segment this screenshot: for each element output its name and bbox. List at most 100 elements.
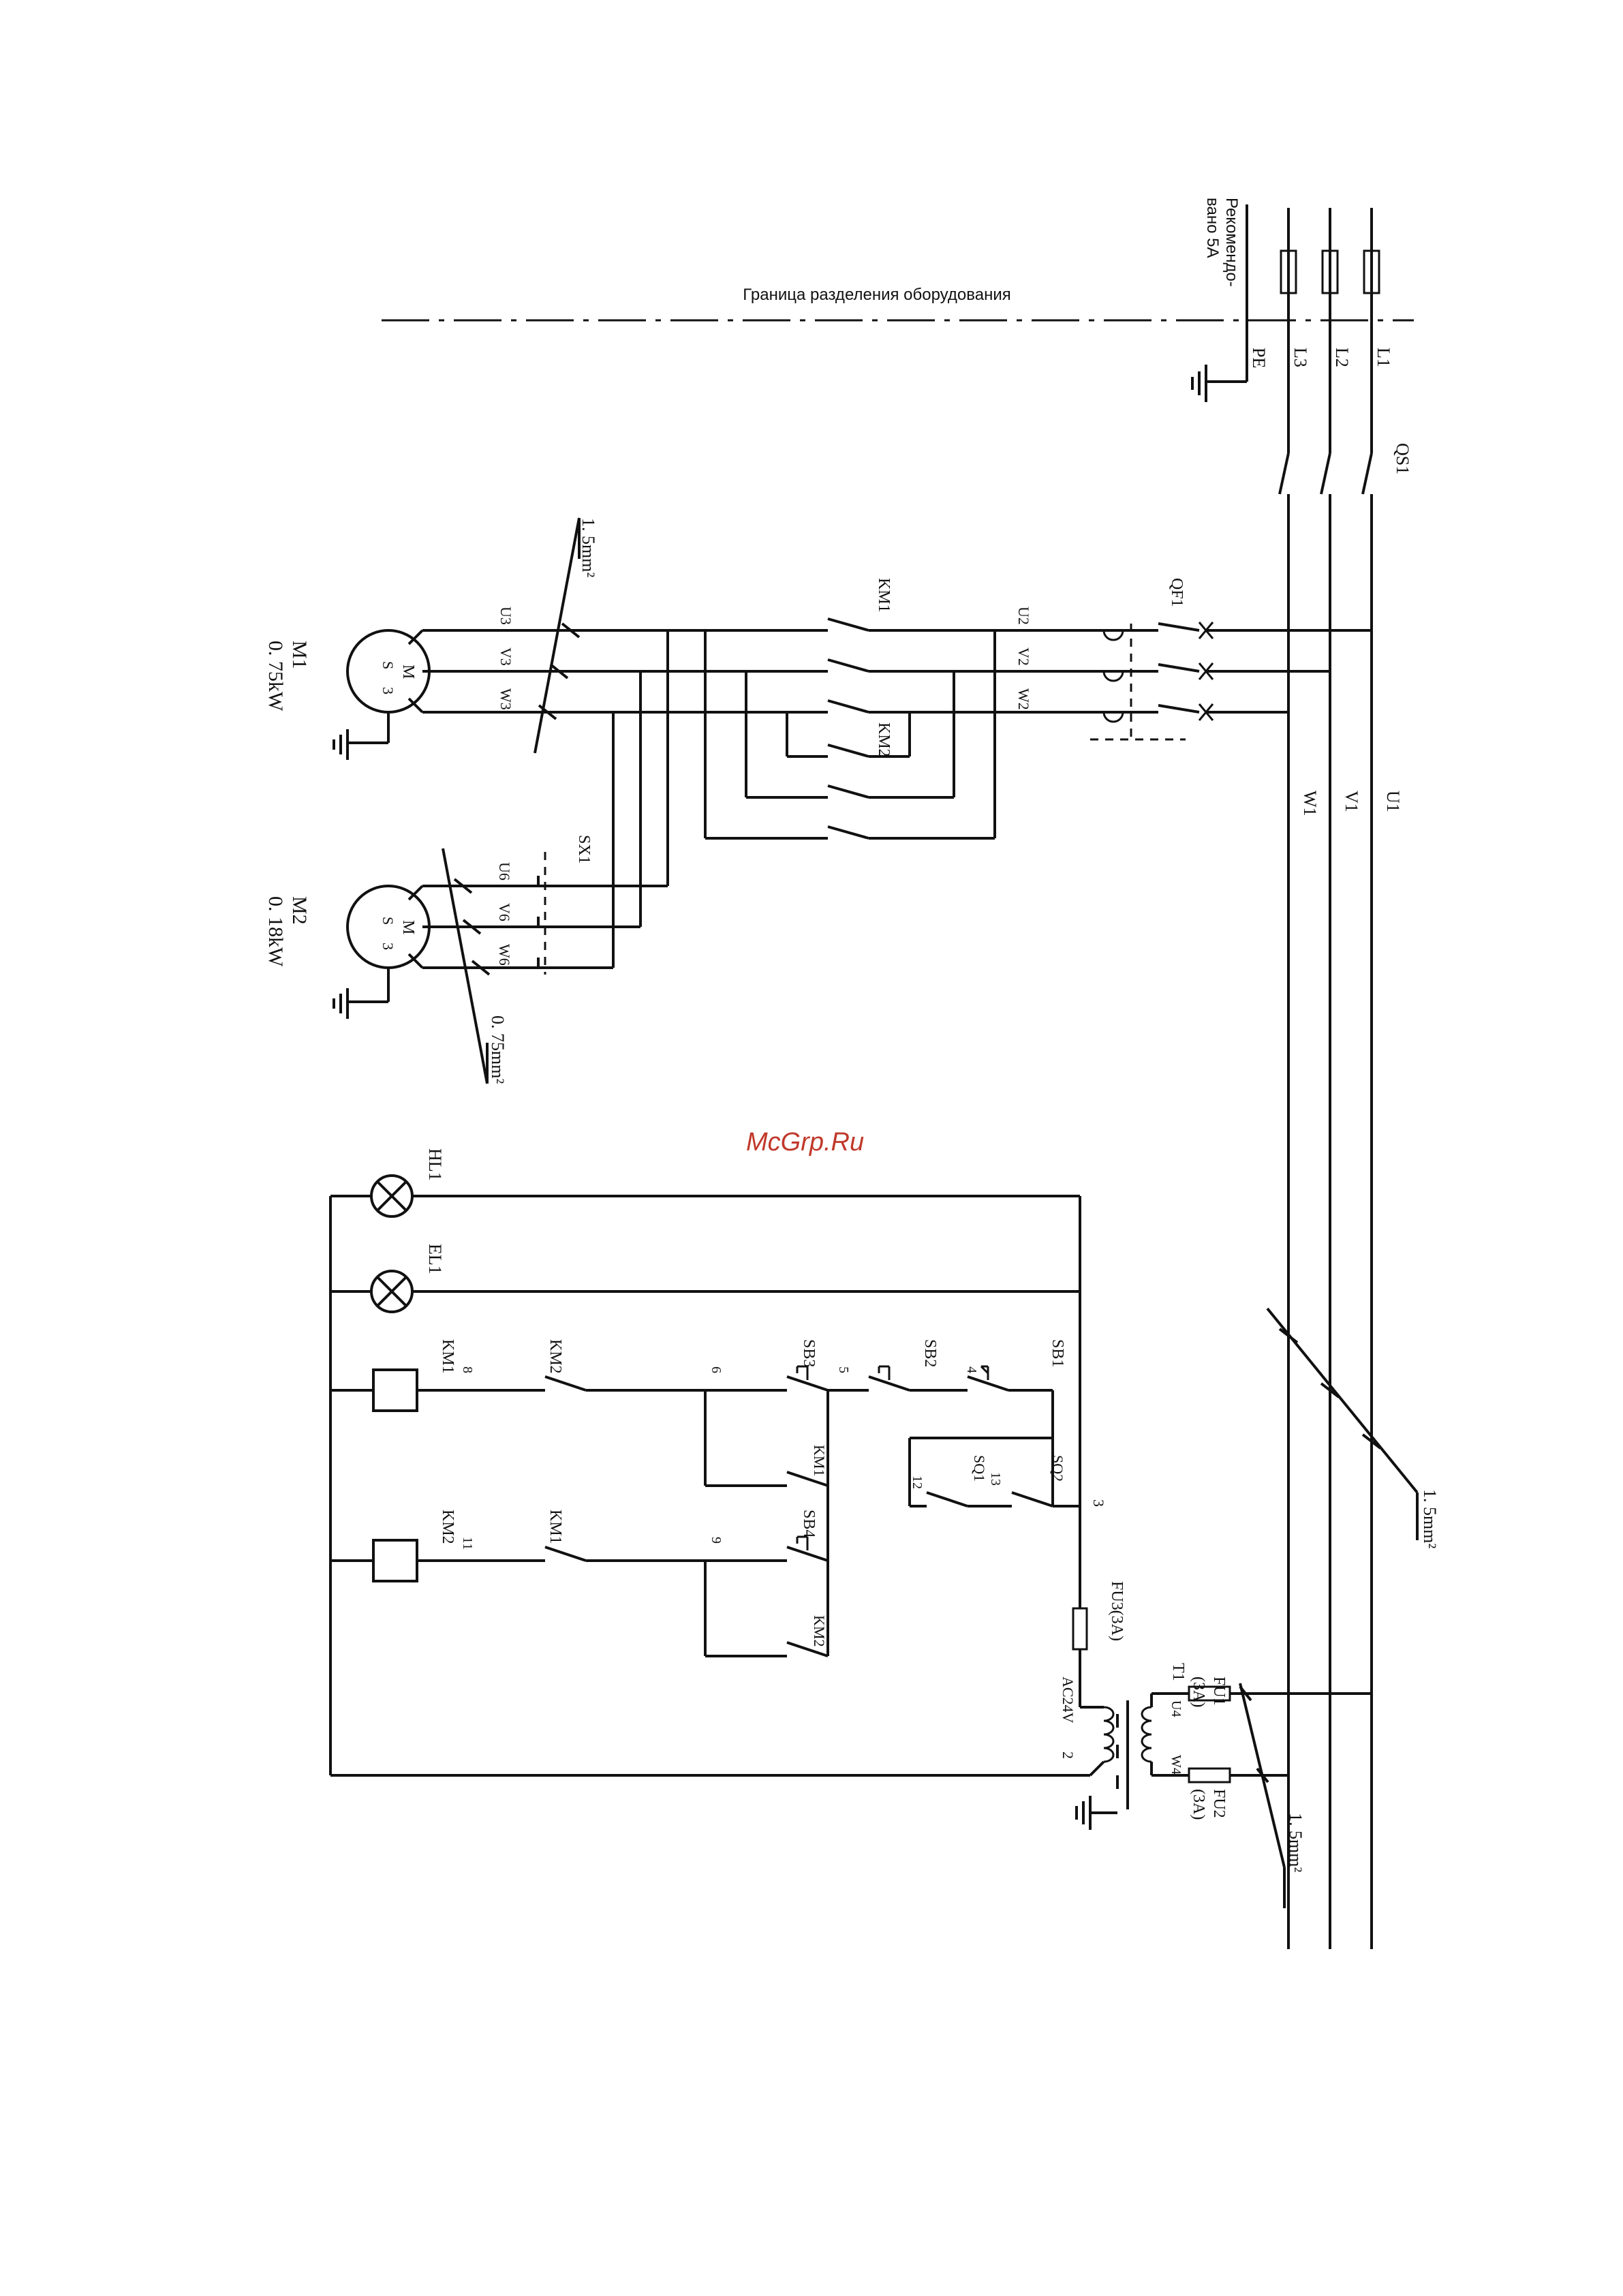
label-fu2: FU2: [1210, 1789, 1228, 1818]
label-w2: W2: [1015, 688, 1032, 710]
label-cable-supply: 1. 5mm²: [1420, 1489, 1440, 1548]
label-node-3: 3: [1090, 1499, 1107, 1507]
supply-cable-marker: 1. 5mm²: [1266, 1307, 1440, 1548]
label-sb3: SB3: [800, 1339, 818, 1367]
equipment-boundary: Граница разделения оборудования: [382, 286, 1414, 322]
control-rails: FU3(3A) 3: [329, 1196, 1126, 1777]
label-ac24v: AC24V: [1060, 1677, 1077, 1724]
km1-coil-branch: SB1 4 SB2 5 SB3 6 KM1 KM2 8 KM1: [330, 1339, 1080, 1507]
label-fu1-rating: (3A): [1190, 1677, 1207, 1707]
lamp-hl1: HL1: [330, 1148, 1080, 1218]
label-km2-interlock: KM2: [546, 1339, 564, 1374]
pe-ground-icon: [1191, 365, 1207, 402]
label-u6: U6: [496, 862, 513, 881]
label-node-5: 5: [836, 1366, 851, 1373]
supply-note: Рекомендо- вано 5А: [1203, 198, 1241, 287]
label-node-9: 9: [709, 1537, 724, 1544]
main-switch-qs1: QS1: [1274, 443, 1412, 495]
label-cable-m1: 1. 5mm²: [578, 518, 598, 577]
label-l1: L1: [1374, 348, 1393, 367]
label-fu1: FU1: [1210, 1677, 1228, 1706]
label-m1-power: 0. 75kW: [264, 641, 287, 711]
label-qf1: QF1: [1168, 578, 1186, 607]
label-km2-main: KM2: [875, 722, 893, 757]
transformer-primary: FU1 (3A) FU2 (3A) 1. 5mm² U4 W4: [1141, 1677, 1372, 1908]
label-km1-interlock: KM1: [546, 1510, 564, 1544]
transformer-primary-coil: [1141, 1706, 1152, 1763]
lamp-el1-icon: [370, 1270, 414, 1313]
label-u4: U4: [1169, 1700, 1184, 1717]
label-v1: V1: [1342, 791, 1361, 812]
label-v6: V6: [496, 903, 513, 921]
label-sb2: SB2: [921, 1339, 939, 1367]
motor-m1: M S 3 U3 V3 W3 1. 5mm² M1 0. 75kW: [264, 517, 668, 760]
km2-coil-branch: SB4 9 KM2 KM1 11 KM2: [330, 1486, 829, 1657]
label-cable-transformer: 1. 5mm²: [1286, 1813, 1305, 1872]
km2-interlock-contact: [544, 1375, 587, 1392]
km2-hold-contact: [786, 1641, 829, 1657]
label-node-12: 12: [910, 1475, 925, 1489]
m2-letter-m: M: [399, 920, 417, 934]
km1-interlock-contact: [544, 1546, 587, 1562]
breaker-qf1: QF1: [1090, 578, 1214, 741]
lamp-el1: EL1: [330, 1244, 1080, 1313]
label-node-13: 13: [988, 1472, 1003, 1486]
label-m1-name: M1: [288, 641, 311, 669]
sb1-stop-contact: [967, 1375, 1009, 1392]
label-t1: T1: [1169, 1663, 1187, 1681]
label-u1: U1: [1383, 791, 1403, 812]
sb3-contact: [786, 1375, 829, 1392]
m2-letter-s: S: [380, 917, 397, 925]
label-m2-power: 0. 18kW: [264, 896, 287, 967]
label-u3: U3: [497, 607, 514, 625]
label-hl1: HL1: [425, 1148, 445, 1181]
label-sb4: SB4: [800, 1510, 818, 1537]
label-node-8: 8: [460, 1366, 475, 1373]
supply-note-line-1: Рекомендо-: [1222, 198, 1241, 287]
transformer-t1: T1 AC24V 2: [1060, 1663, 1187, 1830]
power-feed: U1 V1 W1: [1206, 629, 1403, 816]
sq2-contact: [1011, 1491, 1053, 1507]
supply-fuse-l2: [1321, 249, 1339, 294]
label-node-2: 2: [1060, 1751, 1077, 1759]
m2-letter-n: 3: [380, 943, 397, 950]
label-node-4: 4: [964, 1366, 979, 1373]
label-w4: W4: [1169, 1755, 1184, 1775]
label-m2-name: M2: [288, 896, 311, 925]
label-l2: L2: [1332, 348, 1352, 367]
label-sx1: SX1: [575, 835, 593, 864]
label-km2-coil: KM2: [439, 1510, 457, 1544]
sb2-start-contact: [868, 1375, 910, 1392]
label-qs1: QS1: [1393, 443, 1412, 474]
label-v3: V3: [497, 647, 514, 666]
m1-letter-s: S: [380, 661, 397, 669]
label-u2: U2: [1015, 607, 1032, 625]
m1-letter-m: M: [399, 664, 417, 679]
supply-note-line-2: вано 5А: [1203, 198, 1222, 258]
km1-main-contacts: KM1: [613, 578, 995, 714]
plug-sx1: SX1: [525, 835, 593, 975]
boundary-caption: Граница разделения оборудования: [743, 286, 1010, 304]
supply-fuse-l1: [1363, 249, 1380, 294]
label-km1-main: KM1: [875, 578, 893, 613]
m1-ground-icon: [333, 729, 349, 760]
label-el1: EL1: [425, 1244, 445, 1274]
label-km1-coil: KM1: [439, 1339, 457, 1374]
secondary-ground-icon: [1075, 1796, 1117, 1830]
supply-fuse-l3: [1280, 249, 1297, 294]
sq1-contact: [926, 1491, 968, 1507]
motor-m2: SX1 M S 3 U6 V6 W6 0. 75mm² M2 0. 18kW: [264, 630, 669, 1084]
transformer-secondary-coil: [1103, 1706, 1115, 1763]
m1-letter-n: 3: [380, 687, 397, 694]
label-fu3: FU3(3A): [1108, 1581, 1126, 1641]
watermark: McGrp.Ru: [746, 1128, 865, 1157]
supply-buses: L1 L2 L3 PE: [1191, 204, 1393, 1949]
label-km1-hold: KM1: [811, 1445, 828, 1476]
sb4-contact: [786, 1546, 829, 1562]
km2-reversing-contacts: KM2: [704, 630, 995, 840]
label-v2: V2: [1015, 647, 1032, 666]
m2-ground-icon: [333, 988, 349, 1019]
label-sb1: SB1: [1049, 1339, 1066, 1367]
label-pe: PE: [1249, 348, 1269, 368]
